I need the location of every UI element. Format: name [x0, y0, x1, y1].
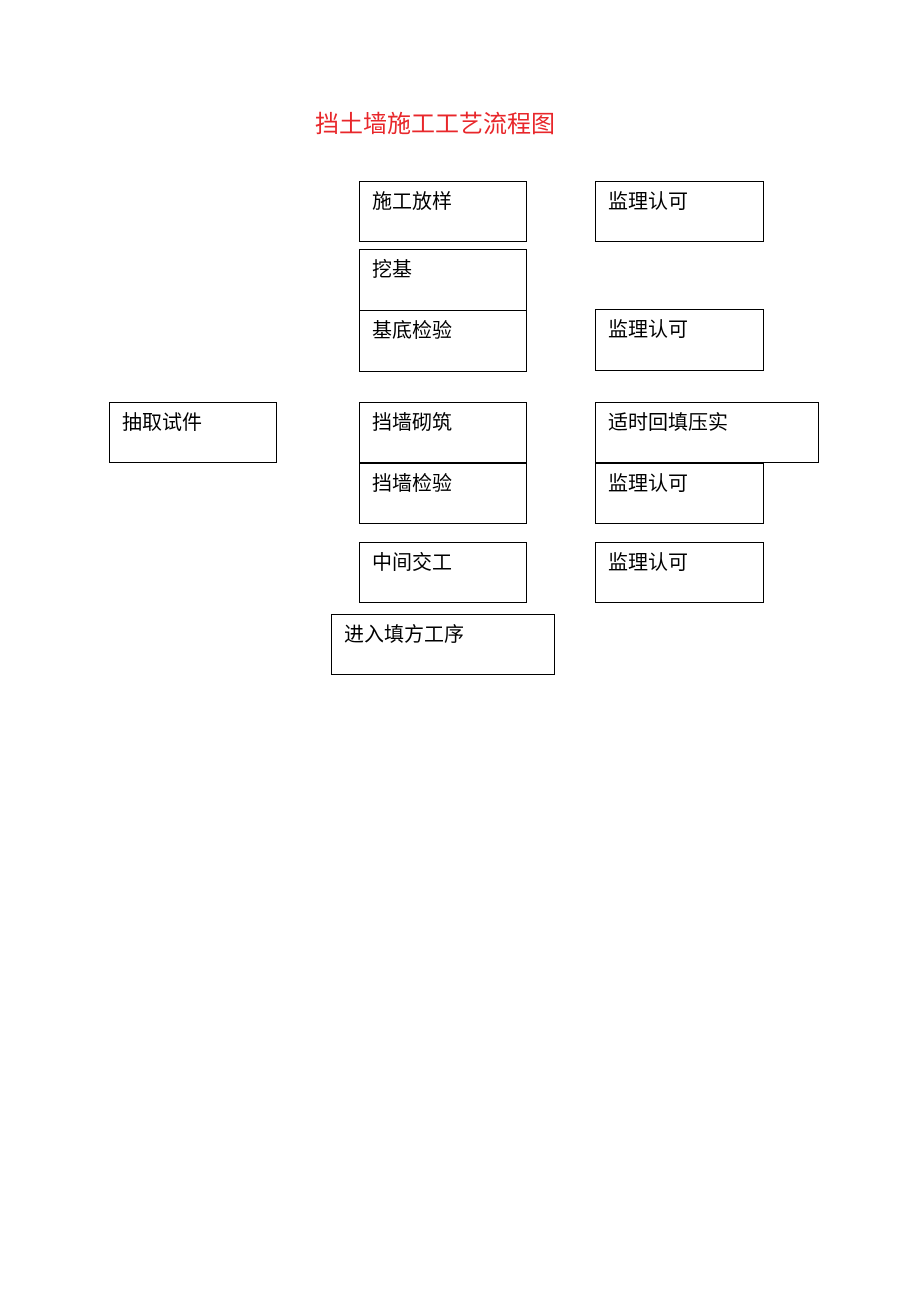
step-label: 挡墙砌筑 [372, 410, 452, 434]
step-label: 挡墙检验 [372, 471, 452, 495]
step-wall-inspection: 挡墙检验 [359, 463, 527, 524]
step-foundation-inspection: 基底检验 [359, 310, 527, 372]
diagram-title: 挡土墙施工工艺流程图 [315, 110, 555, 138]
supervisor-approval-box: 监理认可 [595, 463, 764, 524]
supervisor-approval-box: 监理认可 [595, 309, 764, 371]
step-wall-masonry: 挡墙砌筑 [359, 402, 527, 463]
sample-extraction-box: 抽取试件 [109, 402, 277, 463]
step-label: 挖基 [372, 257, 412, 281]
step-label: 进入填方工序 [344, 622, 464, 646]
supervisor-approval-box: 监理认可 [595, 542, 764, 603]
step-label: 基底检验 [372, 318, 452, 342]
step-intermediate-handover: 中间交工 [359, 542, 527, 603]
step-label: 中间交工 [372, 550, 452, 574]
timely-backfill-box: 适时回填压实 [595, 402, 819, 463]
approval-label: 监理认可 [608, 317, 688, 341]
step-construction-layout: 施工放样 [359, 181, 527, 242]
step-label: 施工放样 [372, 189, 452, 213]
supervisor-approval-box: 监理认可 [595, 181, 764, 242]
approval-label: 监理认可 [608, 189, 688, 213]
backfill-label: 适时回填压实 [608, 410, 728, 434]
sample-label: 抽取试件 [122, 410, 202, 434]
approval-label: 监理认可 [608, 550, 688, 574]
step-excavation: 挖基 [359, 249, 527, 311]
step-enter-filling: 进入填方工序 [331, 614, 555, 675]
approval-label: 监理认可 [608, 471, 688, 495]
